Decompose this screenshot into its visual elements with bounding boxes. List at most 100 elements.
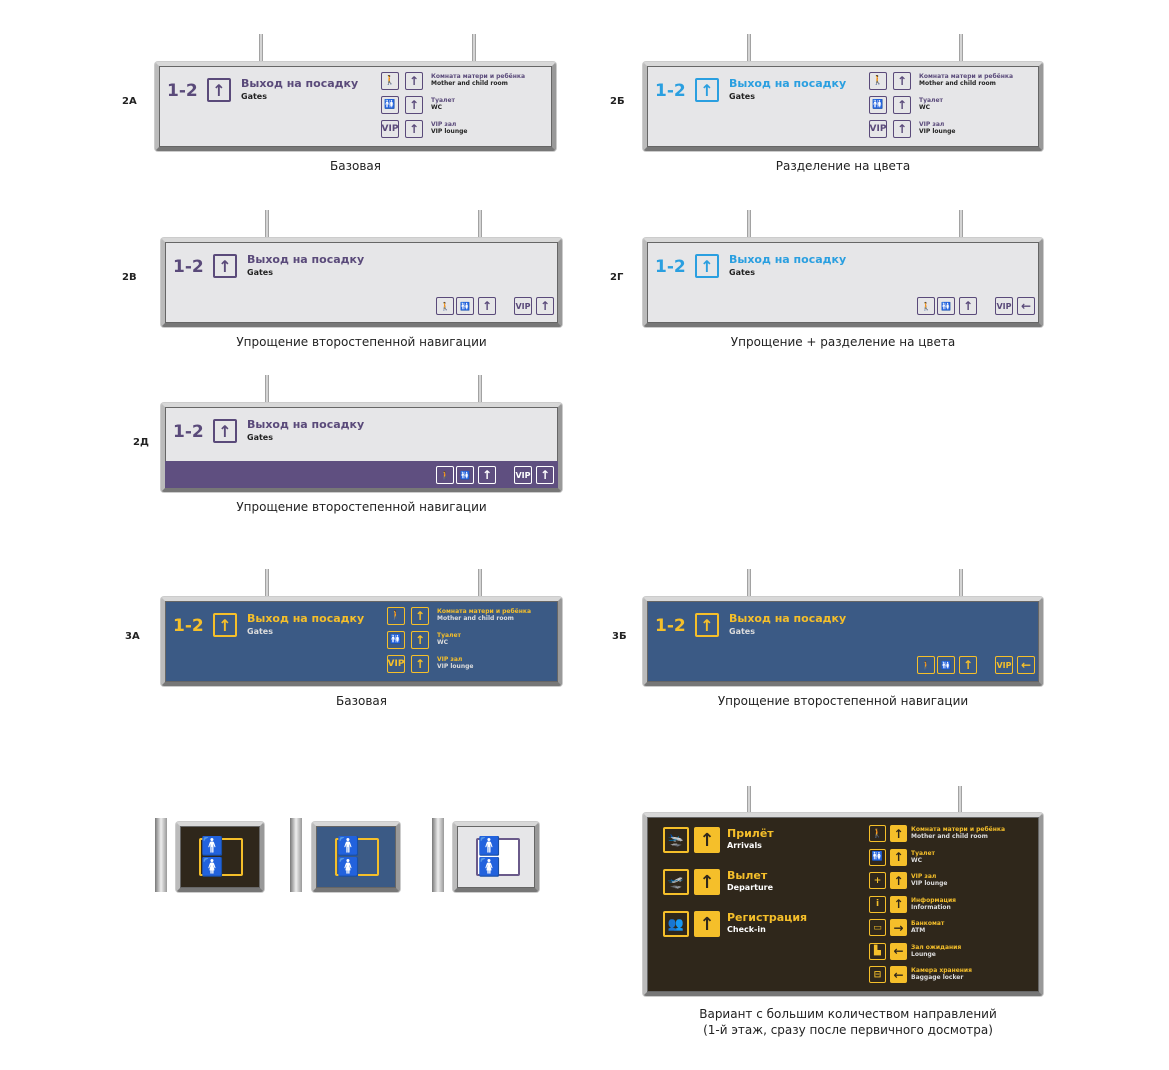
pictogram-icon: 🚶 <box>436 297 454 315</box>
pictogram-icon: ▭ <box>869 919 886 936</box>
destination-en: Check-in <box>727 925 766 934</box>
sign-pole <box>265 210 270 238</box>
destination-en: VIP lounge <box>437 663 474 670</box>
destination-ru: Туалет <box>911 849 935 857</box>
sign-title: Выход на посадку <box>729 253 847 266</box>
pictogram-icon: 🚻 <box>387 631 405 649</box>
arrow-icon: ↑ <box>536 297 554 315</box>
sign-pole <box>477 569 482 597</box>
sign-subtitle: Gates <box>729 268 755 277</box>
destination-en: Information <box>911 903 951 911</box>
arrow-up-icon: ↑ <box>411 655 429 673</box>
pictogram-icon: 🚶 <box>387 607 405 625</box>
pictogram-icon: i <box>869 895 886 913</box>
pictogram-icon: 🚻 <box>869 848 886 866</box>
sign-subtitle: Gates <box>247 268 273 277</box>
destination-en: Baggage locker <box>911 974 964 981</box>
sign-subtitle: Gates <box>247 433 273 442</box>
pictogram-icon: 🚻 <box>869 96 887 114</box>
destination-ru: Вылет <box>727 869 768 882</box>
arrow-icon: ↑ <box>478 297 496 315</box>
toilet-icon: 🚹🚺 <box>199 836 243 878</box>
wc-sign: 🚹🚺 <box>312 822 400 892</box>
destination-en: WC <box>911 856 923 864</box>
variant-tag: 2Г <box>610 272 624 283</box>
arrow-icon: ↑ <box>890 872 907 889</box>
pictogram-icon: 🚻 <box>381 96 399 114</box>
big-sign-caption-note: (1-й этаж, сразу после первичного досмот… <box>703 1023 993 1037</box>
destination-en: WC <box>431 104 443 111</box>
arrow-up-icon: ↑ <box>694 827 720 853</box>
arrow-icon: → <box>890 919 907 936</box>
pictogram-icon: 🚶 <box>381 72 399 90</box>
gate-number: 1-2 <box>655 81 686 101</box>
destination-ru: Регистрация <box>727 911 808 924</box>
sign-subtitle: Gates <box>729 627 755 636</box>
wc-sign: 🚹🚺 <box>453 822 539 892</box>
toilet-icon: 🚹🚺 <box>335 836 379 878</box>
arrow-icon: ← <box>1017 656 1035 674</box>
arrow-up-icon: ↑ <box>893 72 911 90</box>
pictogram-icon: VIP <box>514 466 532 484</box>
arrow-icon: ↑ <box>890 848 907 866</box>
destination-ru: Комната матери и ребёнка <box>437 608 532 615</box>
destination-ru: Туалет <box>431 97 455 104</box>
pictogram-icon: 🛬 <box>663 827 689 853</box>
variant-caption: Упрощение + разделение на цвета <box>730 335 956 349</box>
sign-pole <box>959 569 963 597</box>
arrow-up-icon: ↑ <box>411 631 429 649</box>
pictogram-icon: 🚶 <box>917 656 935 674</box>
pictogram-icon: 🚶 <box>869 825 886 842</box>
sign-pole <box>958 786 962 813</box>
variant-caption: Базовая <box>330 159 381 173</box>
wc-sign: 🚹🚺 <box>176 822 264 892</box>
sign-title: Выход на посадку <box>247 612 365 625</box>
variant-caption: Разделение на цвета <box>775 159 911 173</box>
arrow-icon: ← <box>890 942 907 960</box>
pictogram-icon: 🚻 <box>937 297 955 315</box>
destination-en: Mother and child room <box>911 833 988 840</box>
pictogram-icon: VIP <box>387 655 405 673</box>
arrow-icon: ← <box>1017 297 1035 315</box>
arrow-up-icon: ↑ <box>694 869 720 895</box>
pictogram-icon: VIP <box>869 120 887 138</box>
pictogram-icon: 🚻 <box>456 297 474 315</box>
destination-ru: Комната матери и ребёнка <box>911 826 1006 833</box>
sign-subtitle: Gates <box>241 92 267 101</box>
arrow-icon: ↑ <box>890 825 907 842</box>
destination-ru: Туалет <box>919 97 943 104</box>
destination-en: Mother and child room <box>437 615 514 622</box>
sign-title: Выход на посадку <box>729 77 847 90</box>
arrow-up-icon: ↑ <box>213 419 237 443</box>
sign-pole <box>747 786 751 813</box>
destination-en: WC <box>919 104 931 111</box>
pictogram-icon: VIP <box>995 656 1013 674</box>
destination-ru: VIP зал <box>431 121 457 128</box>
sign-pole <box>747 210 751 238</box>
arrow-up-icon: ↑ <box>405 120 423 138</box>
destination-en: WC <box>437 639 449 646</box>
big-sign-caption: Вариант с большим количеством направлени… <box>699 1007 997 1021</box>
arrow-up-icon: ↑ <box>213 613 237 637</box>
arrow-up-icon: ↑ <box>893 120 911 138</box>
destination-ru: Туалет <box>437 632 461 639</box>
arrow-up-icon: ↑ <box>213 254 237 278</box>
variant-tag: 2Д <box>133 437 149 448</box>
variant-caption: Упрощение второстепенной навигации <box>236 500 487 514</box>
wall-bracket <box>155 818 167 892</box>
arrow-up-icon: ↑ <box>695 254 719 278</box>
gate-number: 1-2 <box>173 616 204 636</box>
toilet-icon: 🚹🚺 <box>476 836 520 878</box>
destination-en: Mother and child room <box>919 80 996 87</box>
variant-caption: Упрощение второстепенной навигации <box>236 335 487 349</box>
pictogram-icon: + <box>869 872 886 889</box>
sign-pole <box>747 569 751 597</box>
destination-ru: VIP зал <box>437 656 463 663</box>
gate-number: 1-2 <box>173 257 204 277</box>
gate-number: 1-2 <box>167 81 198 101</box>
sign-subtitle: Gates <box>729 92 755 101</box>
